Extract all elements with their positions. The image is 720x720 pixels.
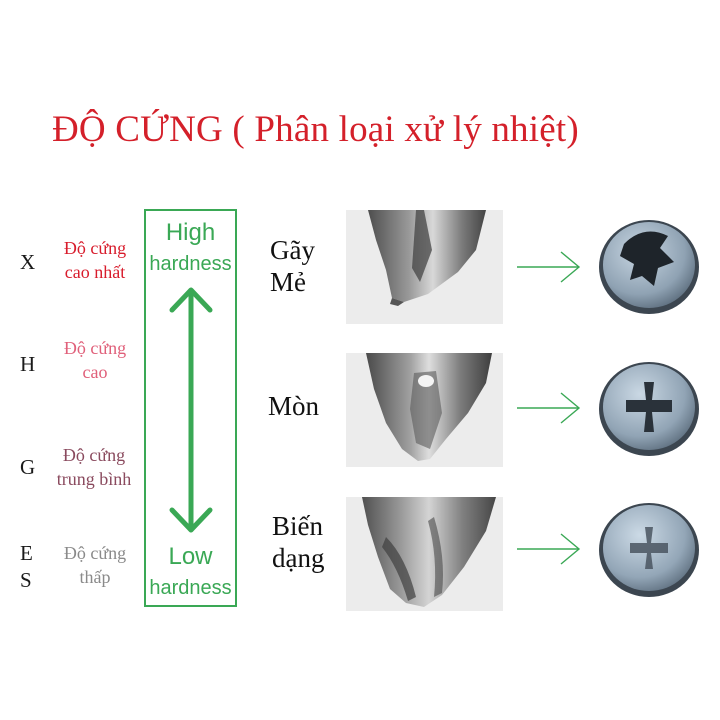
- low-label: Low: [168, 543, 213, 570]
- grade-code-g: G: [20, 455, 36, 479]
- grade-label-h: Độ cứng cao: [48, 336, 142, 384]
- grade-label-es: Độ cứng thấp: [48, 541, 142, 589]
- arrow-right-icon: [517, 533, 581, 565]
- effect-label-chipped: Gãy Mẻ: [270, 234, 315, 298]
- grade-label-line: cao: [82, 362, 108, 382]
- grade-label-line: cao nhất: [64, 262, 126, 282]
- deformed-screw-head-icon: [599, 503, 699, 597]
- double-arrow-icon: [169, 287, 213, 533]
- effect-label-worn: Mòn: [268, 390, 319, 422]
- grade-code-h: H: [20, 352, 36, 376]
- effect-label-deformed: Biến dạng: [272, 510, 324, 574]
- effect-label-line: Gãy: [270, 235, 315, 265]
- grade-label-x: Độ cứng cao nhất: [48, 236, 142, 284]
- low-hardness-label: hardness: [149, 577, 232, 599]
- hardness-scale-box: [144, 209, 237, 607]
- effect-label-line: Biến: [272, 511, 323, 541]
- grade-label-line: Độ cứng: [63, 238, 127, 258]
- grade-code-s: S: [20, 568, 32, 592]
- grade-code-e: E: [20, 541, 33, 565]
- arrow-right-icon: [517, 251, 581, 283]
- grade-label-line: thấp: [79, 567, 111, 587]
- arrow-right-icon: [517, 392, 581, 424]
- grade-label-line: Độ cứng: [63, 338, 127, 358]
- grade-code-x: X: [20, 250, 36, 274]
- worn-bit-photo: [346, 353, 503, 467]
- worn-screw-head-icon: [599, 362, 699, 456]
- grade-label-line: Độ cứng: [62, 445, 126, 465]
- deformed-bit-photo: [346, 497, 503, 611]
- grade-label-line: Độ cứng: [63, 543, 127, 563]
- chipped-screw-head-icon: [599, 220, 699, 314]
- effect-label-line: Mòn: [268, 391, 320, 421]
- high-hardness-label: hardness: [149, 253, 232, 275]
- high-label: High: [165, 219, 216, 246]
- effect-label-line: dạng: [272, 543, 325, 573]
- page-title: ĐỘ CỨNG ( Phân loại xử lý nhiệt): [52, 109, 579, 150]
- effect-label-line: Mẻ: [270, 267, 306, 297]
- grade-label-g: Độ cứng trung bình: [44, 443, 144, 491]
- chipped-bit-photo: [346, 210, 503, 324]
- grade-label-line: trung bình: [56, 469, 132, 489]
